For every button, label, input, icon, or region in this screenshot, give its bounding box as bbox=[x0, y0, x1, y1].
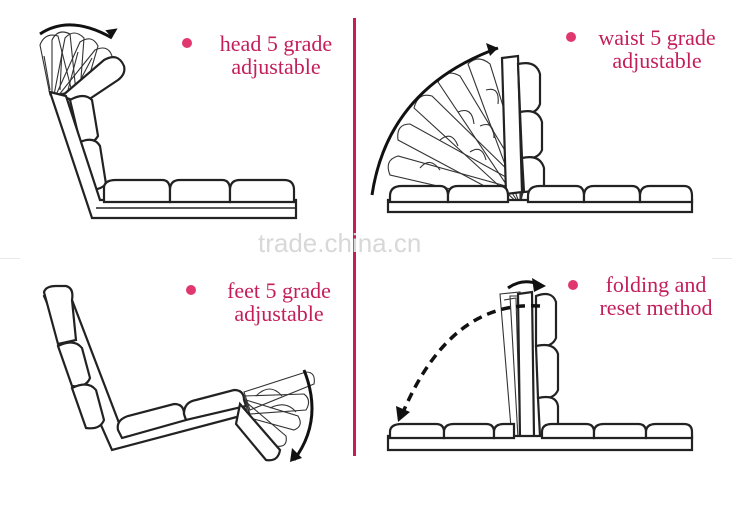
fold-bullet bbox=[568, 280, 578, 290]
feet-caption: feet 5 grade adjustable bbox=[227, 278, 331, 326]
watermark: trade.china.cn bbox=[258, 228, 422, 258]
center-divider bbox=[353, 18, 356, 456]
feet-adjust-illustration bbox=[42, 284, 315, 462]
head-bullet bbox=[182, 38, 192, 48]
head-ghost-fan bbox=[39, 31, 113, 97]
fold-caption: folding and reset method bbox=[599, 272, 713, 320]
head-adjust-illustration bbox=[39, 23, 298, 220]
waist-caption: waist 5 grade adjustable bbox=[598, 25, 716, 73]
left-faint-line bbox=[0, 258, 20, 259]
waist-bullet bbox=[566, 32, 576, 42]
waist-adjust-illustration bbox=[370, 43, 694, 214]
feet-ghost-fan bbox=[243, 371, 315, 447]
fold-reset-illustration bbox=[386, 278, 694, 452]
head-caption: head 5 grade adjustable bbox=[219, 31, 333, 79]
right-faint-line bbox=[712, 258, 732, 259]
feet-bullet bbox=[186, 285, 196, 295]
